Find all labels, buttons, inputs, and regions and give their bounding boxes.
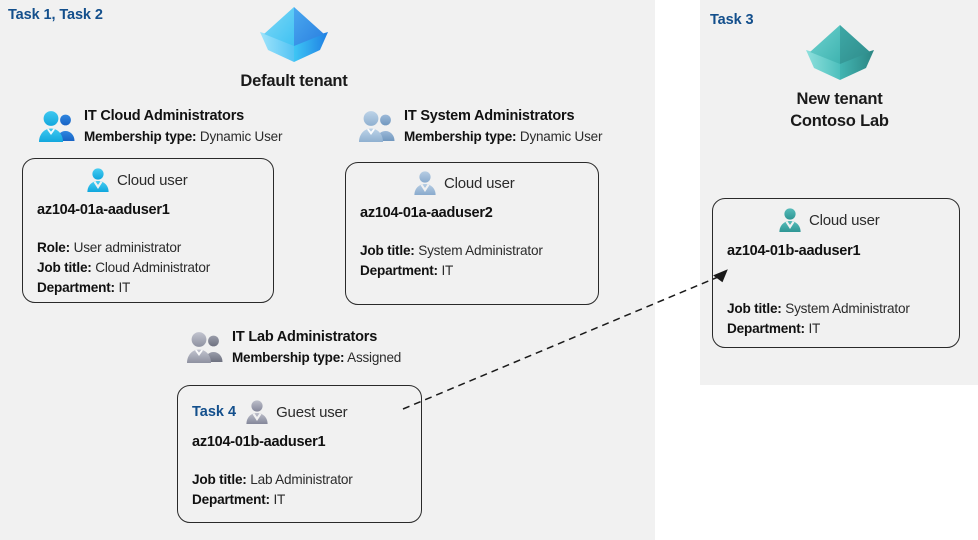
prop-role: Role: User administrator: [37, 238, 210, 258]
group-title: IT System Administrators: [404, 108, 575, 124]
card-user-type: Cloud user: [809, 211, 880, 229]
azure-tenant-icon: [805, 25, 874, 80]
task-3-label: Task 3: [710, 12, 754, 28]
prop-label: Job title:: [192, 472, 247, 487]
card-user-type: Cloud user: [444, 174, 515, 192]
prop-value: System Administrator: [785, 301, 910, 316]
default-tenant-block: Default tenant: [228, 4, 360, 92]
prop-value: IT: [441, 263, 454, 279]
membership-label: Membership type:: [232, 349, 345, 365]
card-az104-01a-aaduser2[interactable]: Cloud user az104-01a-aaduser2 Job title:…: [345, 162, 599, 305]
card-properties: Role: User administrator Job title: Clou…: [37, 238, 210, 298]
membership-label: Membership type:: [404, 128, 517, 144]
prop-label: Department:: [727, 321, 805, 337]
card-user-type: Cloud user: [117, 171, 188, 189]
card-az104-01a-aaduser1[interactable]: Cloud user az104-01a-aaduser1 Role: User…: [22, 158, 274, 303]
prop-label: Job title:: [37, 260, 92, 276]
prop-value: IT: [808, 321, 821, 337]
prop-job-title: Job title: System Administrator: [360, 241, 543, 261]
membership-value: Dynamic User: [519, 128, 603, 144]
membership-value: Dynamic User: [199, 128, 283, 144]
card-properties: Job title: Lab Administrator Department:…: [192, 470, 353, 510]
prop-job-title: Job title: Lab Administrator: [192, 470, 353, 490]
card-user-type-row: Task 4 Guest user: [192, 399, 348, 425]
card-upn: az104-01a-aaduser1: [37, 202, 170, 218]
prop-label: Role:: [37, 240, 70, 255]
card-user-type-row: Cloud user: [412, 170, 515, 196]
group-title: IT Lab Administrators: [232, 329, 378, 345]
prop-department: Department: IT: [727, 319, 910, 339]
guest-user-icon: [246, 400, 268, 424]
cloud-user-icon: [779, 208, 801, 232]
cloud-user-icon: [414, 171, 436, 195]
prop-label: Department:: [192, 492, 270, 508]
prop-label: Job title:: [727, 301, 782, 316]
prop-value: IT: [273, 492, 286, 508]
card-user-type: Guest user: [276, 403, 348, 421]
prop-department: Department: IT: [37, 278, 210, 298]
prop-value: IT: [118, 280, 131, 296]
card-properties: Job title: System Administrator Departme…: [727, 299, 910, 339]
default-tenant-name: Default tenant: [240, 72, 348, 90]
card-upn: az104-01b-aaduser1: [192, 434, 326, 450]
group-title: IT Cloud Administrators: [84, 108, 245, 124]
group-users-icon: [187, 331, 223, 363]
group-users-icon: [359, 110, 395, 142]
task-1-2-label: Task 1, Task 2: [8, 7, 103, 23]
prop-department: Department: IT: [192, 490, 353, 510]
prop-label: Department:: [360, 263, 438, 279]
new-tenant-name-line1: New tenant: [796, 90, 883, 108]
prop-value: System Administrator: [418, 243, 543, 258]
card-properties: Job title: System Administrator Departme…: [360, 241, 543, 281]
group-membership: Membership type: Dynamic User: [404, 127, 602, 146]
membership-label: Membership type:: [84, 128, 197, 144]
group-it-system-administrators: IT System Administrators Membership type…: [357, 106, 602, 146]
group-it-lab-administrators: IT Lab Administrators Membership type: A…: [185, 327, 401, 367]
new-tenant-block: New tenant Contoso Lab: [762, 22, 917, 133]
prop-job-title: Job title: System Administrator: [727, 299, 910, 319]
prop-label: Job title:: [360, 243, 415, 258]
prop-value: Lab Administrator: [250, 472, 353, 487]
card-user-type-row: Cloud user: [777, 207, 880, 233]
group-users-icon: [39, 110, 75, 142]
membership-value: Assigned: [347, 349, 402, 365]
group-membership: Membership type: Assigned: [232, 348, 401, 367]
group-membership: Membership type: Dynamic User: [84, 127, 282, 146]
prop-value: User administrator: [73, 240, 182, 255]
cloud-user-icon: [87, 168, 109, 192]
card-guest-az104-01b-aaduser1[interactable]: Task 4 Guest user az104-01b-aaduser1 Job…: [177, 385, 422, 523]
card-az104-01b-aaduser1[interactable]: Cloud user az104-01b-aaduser1 Job title:…: [712, 198, 960, 348]
card-upn: az104-01a-aaduser2: [360, 205, 493, 221]
group-it-cloud-administrators: IT Cloud Administrators Membership type:…: [37, 106, 282, 146]
azure-tenant-icon: [260, 7, 328, 62]
card-upn: az104-01b-aaduser1: [727, 243, 861, 259]
task-4-label: Task 4: [192, 404, 237, 420]
prop-label: Department:: [37, 280, 115, 296]
prop-value: Cloud Administrator: [95, 260, 211, 276]
card-user-type-row: Cloud user: [85, 167, 188, 193]
prop-department: Department: IT: [360, 261, 543, 281]
prop-job-title: Job title: Cloud Administrator: [37, 258, 210, 278]
new-tenant-name-line2: Contoso Lab: [790, 112, 889, 131]
